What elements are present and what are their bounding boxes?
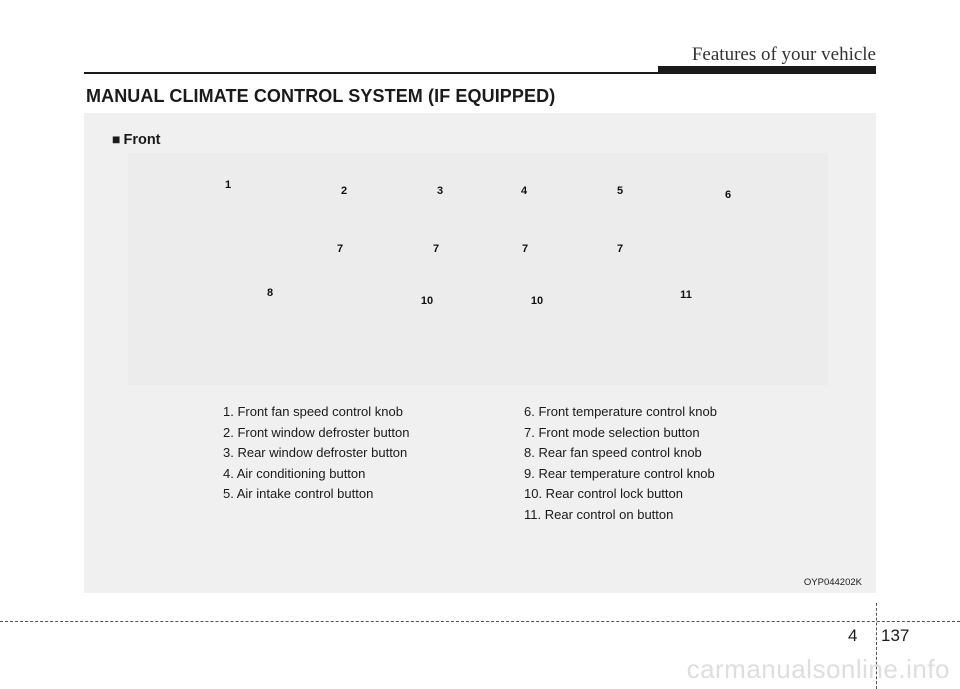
legend-item: 3. Rear window defroster button xyxy=(223,445,408,460)
callout-7a: 7 xyxy=(336,243,344,255)
callout-7c: 7 xyxy=(521,243,529,255)
climate-control-image: 1 2 3 4 5 6 7 7 7 7 8 10 10 11 xyxy=(128,153,828,385)
watermark: carmanualsonline.info xyxy=(686,654,950,684)
footer-divider xyxy=(876,603,877,689)
running-header: Features of your vehicle xyxy=(691,44,876,65)
callout-7d: 7 xyxy=(616,243,624,255)
callout-6: 6 xyxy=(724,189,732,201)
chapter-number: 4 xyxy=(848,626,858,645)
callout-2: 2 xyxy=(340,185,348,197)
section-title: MANUAL CLIMATE CONTROL SYSTEM (IF EQUIPP… xyxy=(86,86,556,106)
callout-4: 4 xyxy=(520,185,528,197)
square-bullet-icon: ■ xyxy=(112,131,121,147)
legend-item: 11. Rear control on button xyxy=(524,506,674,522)
figure-panel: ■Front 1 2 3 4 5 6 7 7 7 7 8 10 10 11 1.… xyxy=(84,113,876,593)
callout-3: 3 xyxy=(436,185,444,197)
legend-item: 8. Rear fan speed control knob xyxy=(524,445,702,460)
legend-right: 6. Front temperature control knob 7. Fro… xyxy=(524,402,717,525)
callout-7b: 7 xyxy=(432,243,440,255)
image-code: OYP044202K xyxy=(803,577,862,588)
legend-item: 2. Front window defroster button xyxy=(223,424,410,440)
page-number: 137 xyxy=(881,626,910,645)
callout-10a: 10 xyxy=(420,295,434,307)
header-rule xyxy=(84,72,876,74)
callout-5: 5 xyxy=(616,185,624,197)
legend-item: 10. Rear control lock button xyxy=(524,486,683,501)
callout-10b: 10 xyxy=(530,295,544,307)
legend-item: 5. Air intake control button xyxy=(223,486,374,501)
header-rule-thick xyxy=(658,66,876,73)
legend-left: 1. Front fan speed control knob 2. Front… xyxy=(223,402,409,505)
sub-label: ■Front xyxy=(112,131,161,148)
legend-item: 1. Front fan speed control knob xyxy=(223,404,403,419)
callout-8: 8 xyxy=(266,287,274,299)
callout-11: 11 xyxy=(680,289,692,301)
callout-1: 1 xyxy=(224,179,232,191)
footer-rule xyxy=(0,621,960,622)
legend-item: 7. Front mode selection button xyxy=(524,424,700,440)
legend-item: 9. Rear temperature control knob xyxy=(524,465,715,481)
sub-label-text: Front xyxy=(123,132,161,148)
legend-item: 6. Front temperature control knob xyxy=(524,404,717,419)
legend-item: 4. Air conditioning button xyxy=(223,465,366,481)
